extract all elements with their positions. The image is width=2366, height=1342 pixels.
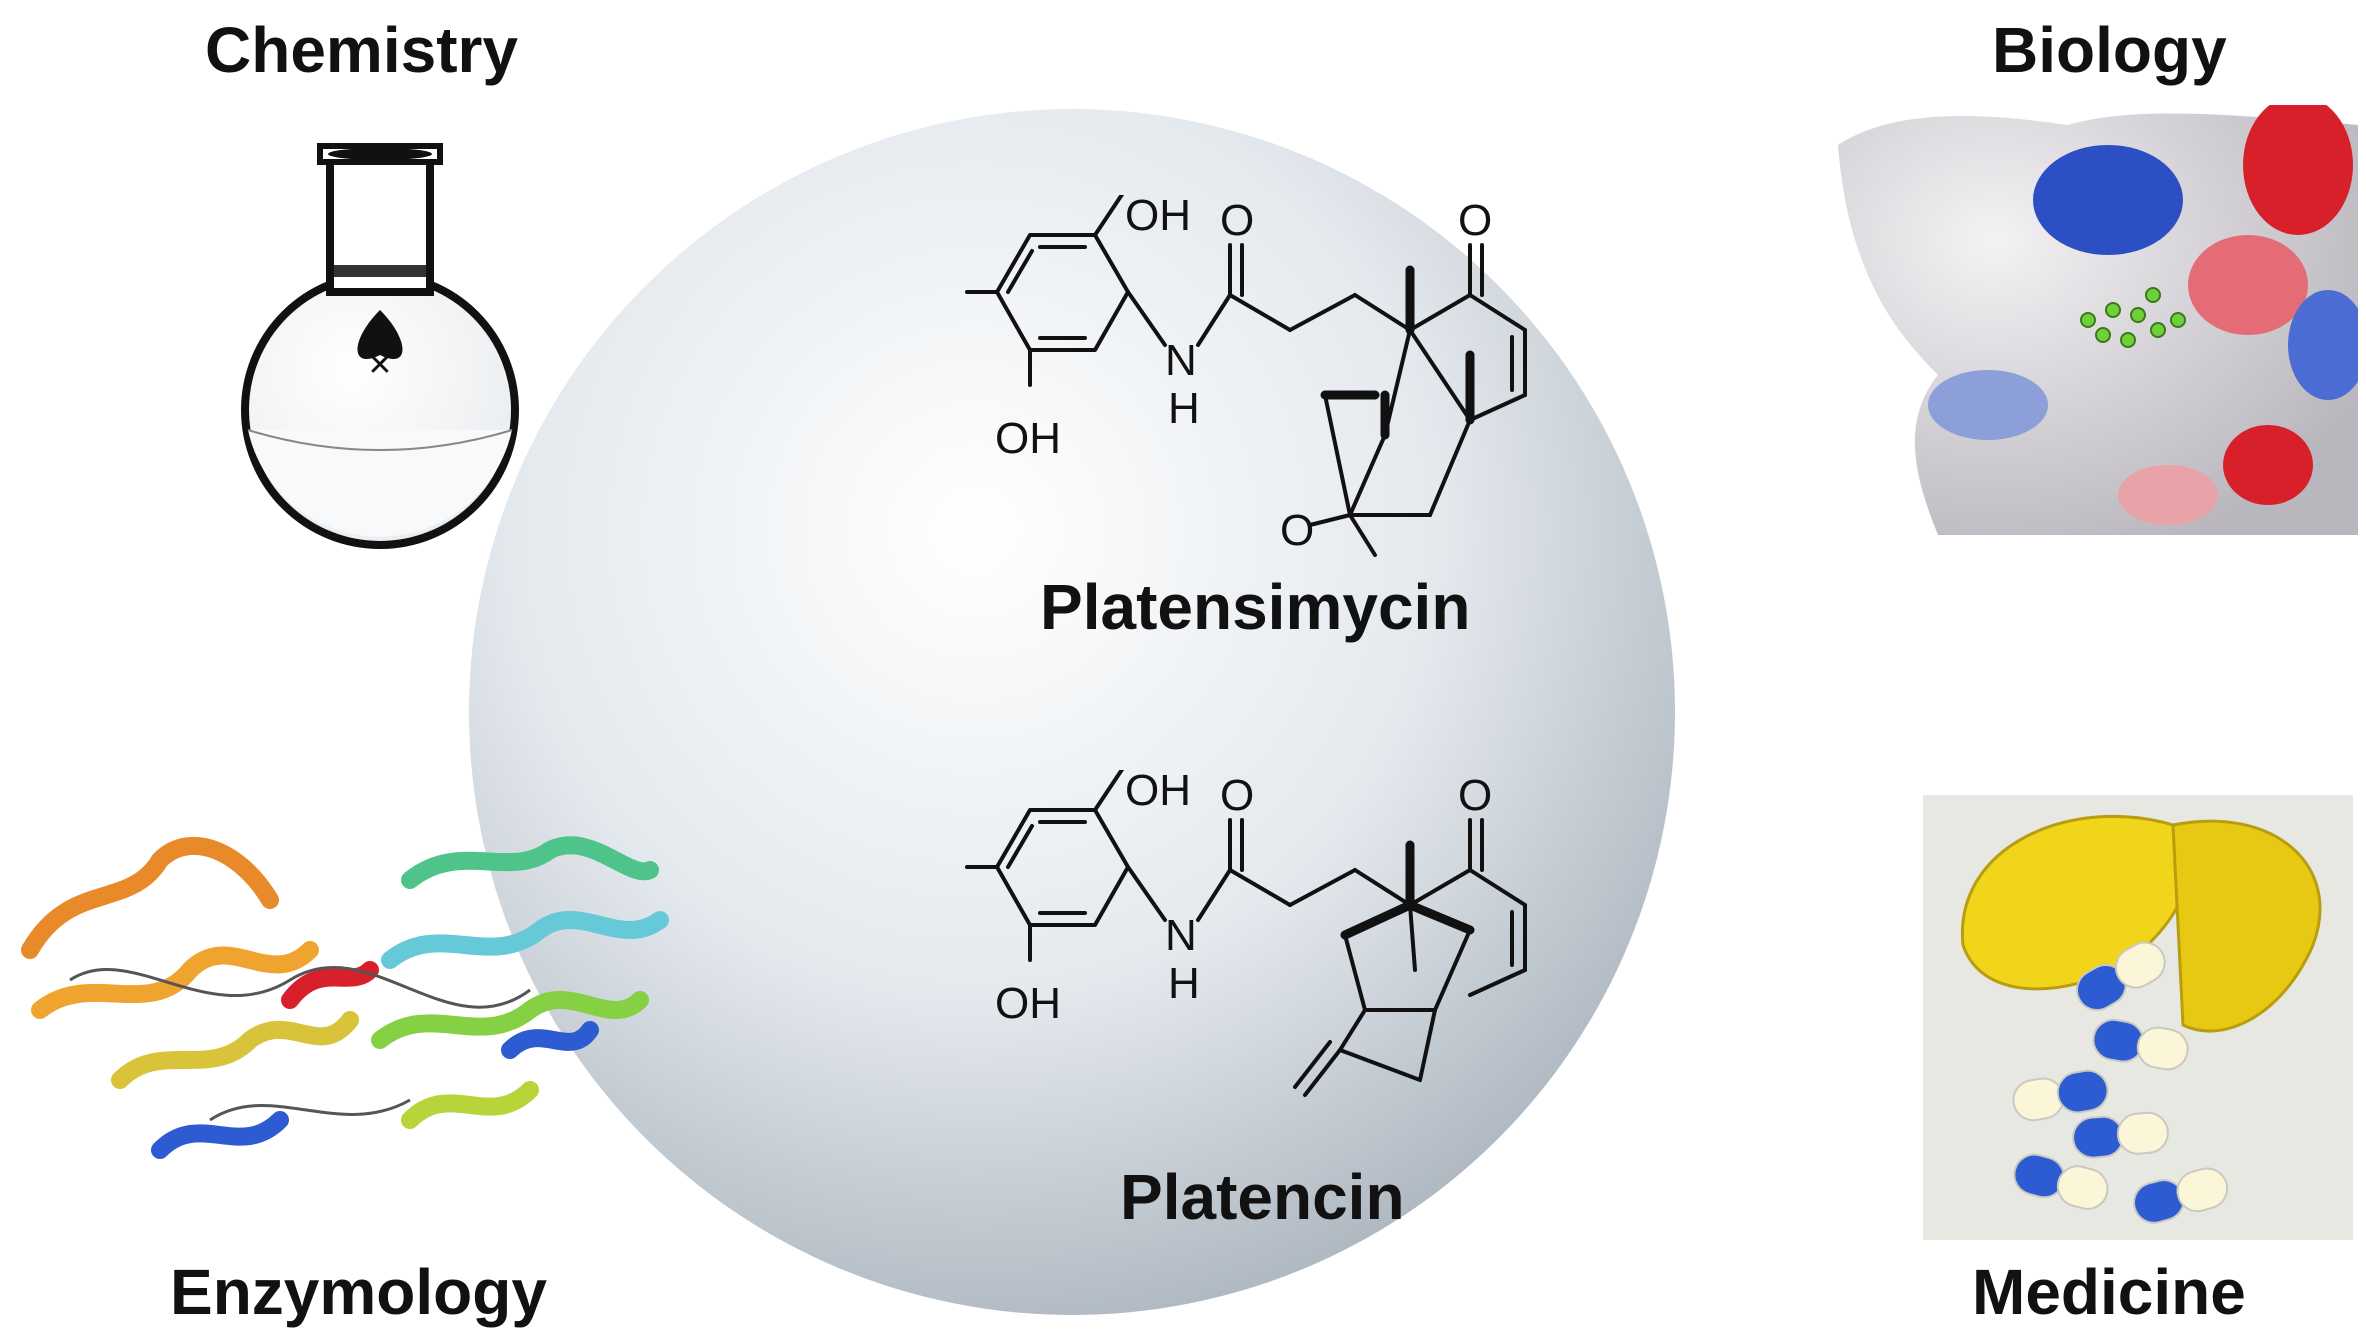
atom-o-ketone: O [1458,771,1492,820]
protein-surface-image [1838,105,2358,535]
svg-text:✕: ✕ [367,349,392,382]
atom-o-ether: O [1280,506,1314,555]
atom-n: N [1165,911,1197,960]
capsules-image [1923,795,2353,1240]
protein-ribbon-image [21,836,669,1159]
atom-n: N [1165,336,1197,385]
atom-o-ketone: O [1458,196,1492,245]
atom-o-amide: O [1220,196,1254,245]
label-medicine: Medicine [1972,1256,2246,1328]
atom-oh-bottom: OH [995,414,1061,463]
compound-name-platensimycin: Platensimycin [1040,571,1471,643]
atom-o-amide: O [1220,771,1254,820]
round-bottom-flask-icon: ✕ [241,143,519,549]
platencin-structure: OH HO OH N H O O [965,770,1527,1097]
atom-h: H [1168,384,1200,433]
label-enzymology: Enzymology [170,1256,547,1328]
atom-oh-top: OH [1125,770,1191,815]
atom-h: H [1168,959,1200,1008]
atom-oh-top: OH [1125,195,1191,240]
label-chemistry: Chemistry [205,14,518,86]
compound-name-platencin: Platencin [1120,1161,1405,1233]
atom-oh-bottom: OH [995,979,1061,1028]
platensimycin-structure: OH HO OH N H O O O [965,195,1527,557]
label-biology: Biology [1992,14,2227,86]
